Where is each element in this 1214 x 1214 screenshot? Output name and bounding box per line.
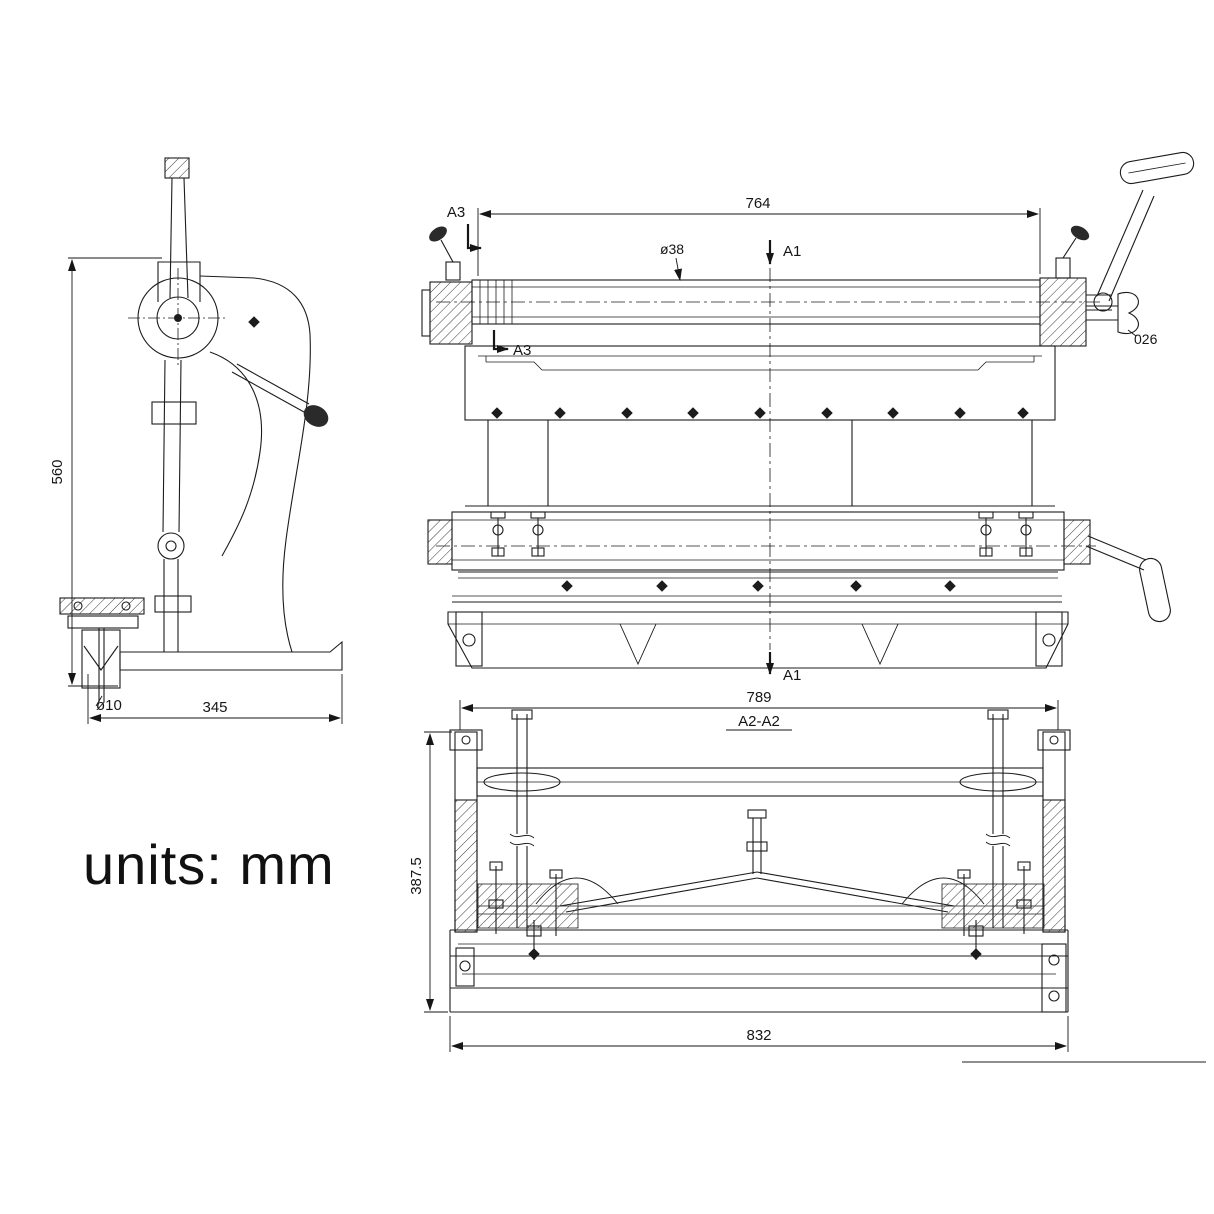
section-width-bottom-dim-label: 832 — [746, 1027, 771, 1044]
section-title-label: A2-A2 — [738, 713, 780, 730]
side-bolts — [488, 861, 1032, 936]
lever-knob-icon — [164, 157, 190, 179]
section-width-top-dim-label: 789 — [746, 689, 771, 706]
side-width-dim-label: 345 — [202, 699, 227, 716]
bottom-bar-stack — [449, 929, 1069, 1013]
section-height-dim-label: 387.5 — [408, 857, 425, 895]
side-handle — [231, 363, 329, 427]
lower-handle — [1085, 535, 1171, 623]
section-view-drawing — [449, 709, 1206, 1063]
side-height-dim-label: 560 — [49, 459, 66, 484]
side-view-dimensions — [68, 257, 343, 724]
roll-bearing-circle — [128, 268, 228, 368]
bolt-row-upper — [491, 407, 1029, 419]
side-view-drawing — [59, 157, 343, 702]
section-a1-bottom-label: A1 — [783, 667, 801, 684]
bolt-row-lower — [561, 580, 956, 592]
right-lock-lever-icon — [1055, 225, 1090, 279]
roller-dia-dim-label: ø38 — [660, 241, 684, 257]
left-lock-lever-icon — [429, 226, 461, 281]
left-bearing-block — [429, 281, 473, 345]
front-view-dimensions — [466, 208, 1137, 675]
section-view-dimensions — [424, 700, 1069, 1052]
section-a3-top-label: A3 — [447, 204, 465, 221]
side-hole-dim-label: ø10 — [96, 697, 122, 714]
center-screw — [746, 809, 768, 874]
crank-handle — [1086, 151, 1195, 312]
front-view-drawing — [421, 151, 1195, 669]
lower-clamp-bolts — [526, 920, 984, 960]
left-handwheel — [483, 772, 561, 792]
units-note: units: mm — [83, 833, 335, 896]
section-a3-mid-label: A3 — [513, 342, 531, 359]
right-handwheel — [959, 772, 1037, 792]
base-tray — [447, 611, 1069, 669]
right-bearing-block — [1039, 277, 1087, 347]
section-a1-top-label: A1 — [783, 243, 801, 260]
front-width-dim-label: 764 — [745, 195, 770, 212]
crank-dia-dim-label: 026 — [1134, 331, 1158, 347]
wing-handle-icon — [1086, 291, 1139, 335]
clamp-screws — [490, 511, 1034, 557]
